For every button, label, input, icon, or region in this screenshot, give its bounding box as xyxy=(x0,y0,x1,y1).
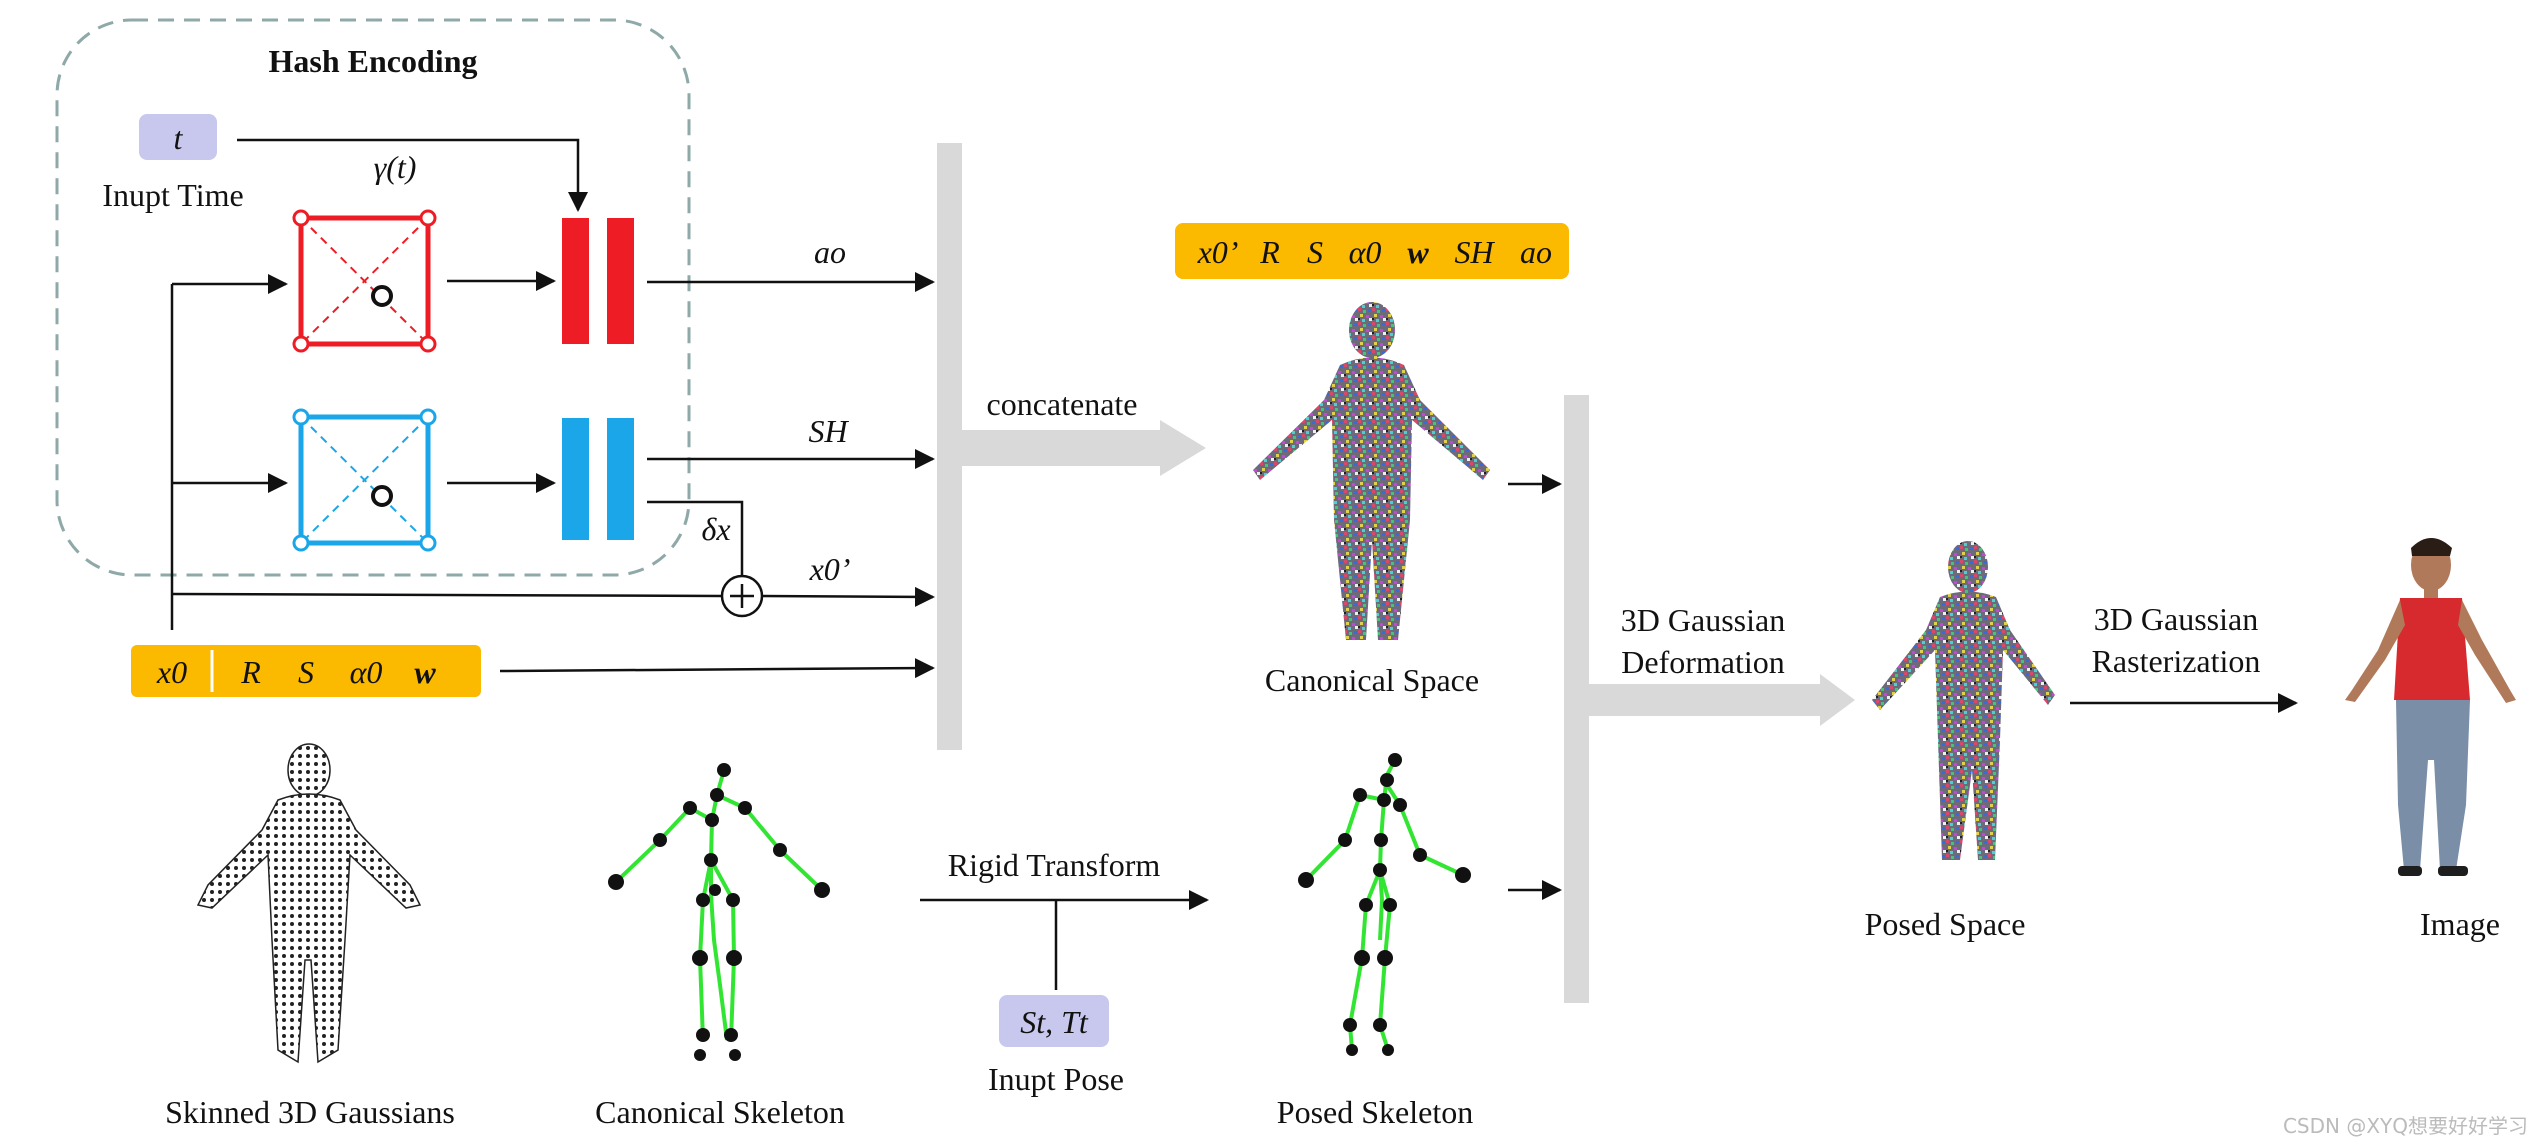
canonical-attr-sh: SH xyxy=(1454,234,1495,270)
canonical-attr-s: S xyxy=(1307,234,1323,270)
concat-bar xyxy=(937,143,962,750)
input-attr-s: S xyxy=(298,654,314,690)
pose-token-box xyxy=(999,995,1109,1047)
rasterization-label-2: Rasterization xyxy=(2092,643,2261,679)
deformation-label-2: Deformation xyxy=(1621,644,1785,680)
skinned-gaussians-label: Skinned 3D Gaussians xyxy=(165,1094,455,1130)
x0-to-plus-line xyxy=(171,592,723,598)
encoding-fn-label: γ(t) xyxy=(374,149,417,185)
canonical-space-label: Canonical Space xyxy=(1265,662,1479,698)
posed-skeleton xyxy=(1304,759,1464,1051)
posed-skeleton-label: Posed Skeleton xyxy=(1277,1094,1473,1130)
x0-prime-label: x0’ xyxy=(809,551,851,587)
rigid-transform-label: Rigid Transform xyxy=(948,847,1161,883)
deformation-bar xyxy=(1564,395,1589,1003)
red-feature-bar-1 xyxy=(562,218,589,344)
canonical-attr-alpha: α0 xyxy=(1349,234,1382,270)
canonical-skeleton-label: Canonical Skeleton xyxy=(595,1094,845,1130)
canonical-skeleton xyxy=(614,769,824,1041)
posed-space-figure xyxy=(1872,541,2055,860)
time-token-box xyxy=(139,114,217,160)
time-arrow xyxy=(237,138,588,212)
rasterization-label-1: 3D Gaussian xyxy=(2094,601,2258,637)
input-attr-bar xyxy=(131,645,481,697)
canonical-attr-x0p: x0’ xyxy=(1197,234,1239,270)
input-attr-arrow xyxy=(499,658,935,679)
canonical-attr-w: w xyxy=(1407,234,1429,270)
time-label: Inupt Time xyxy=(102,177,243,213)
canonical-space-figure xyxy=(1253,302,1490,640)
watermark: CSDN @XYQ想要好好学习 xyxy=(2283,1114,2528,1138)
blue-feature-bar-1 xyxy=(562,418,589,540)
pose-label: Inupt Pose xyxy=(988,1061,1124,1097)
canonical-skeleton-joints xyxy=(608,763,830,1061)
time-token: t xyxy=(174,120,184,156)
delta-line xyxy=(647,500,744,580)
deformation-arrow xyxy=(1589,674,1855,726)
concatenate-label: concatenate xyxy=(987,386,1138,422)
input-attr-r: R xyxy=(240,654,261,690)
hash-encoding-box xyxy=(55,18,691,577)
blue-hash-grid xyxy=(292,408,437,552)
input-attr-alpha: α0 xyxy=(350,654,383,690)
red-hash-grid xyxy=(292,209,437,353)
input-attr-x0: x0 xyxy=(156,654,187,690)
canonical-attr-ao: ao xyxy=(1520,234,1552,270)
sh-label: SH xyxy=(808,413,849,449)
canonical-attr-r: R xyxy=(1259,234,1280,270)
deformation-label-1: 3D Gaussian xyxy=(1621,602,1785,638)
x0-prime-arrow xyxy=(761,586,935,607)
image-label: Image xyxy=(2420,906,2500,942)
canonical-attr-bar xyxy=(1175,223,1569,279)
input-attr-w: w xyxy=(414,654,436,690)
posed-skeleton-joints xyxy=(1298,753,1471,1056)
ao-label: ao xyxy=(814,234,846,270)
red-feature-bar-2 xyxy=(607,218,634,344)
posed-space-label: Posed Space xyxy=(1865,906,2026,942)
blue-feature-bar-2 xyxy=(607,418,634,540)
delta-label: δx xyxy=(701,511,730,547)
skinned-gaussians-figure xyxy=(196,743,422,1064)
hash-encoding-title: Hash Encoding xyxy=(269,43,478,79)
pose-token: St, Tt xyxy=(1020,1004,1089,1040)
concat-arrow xyxy=(962,420,1206,476)
output-person-image xyxy=(2345,538,2516,876)
